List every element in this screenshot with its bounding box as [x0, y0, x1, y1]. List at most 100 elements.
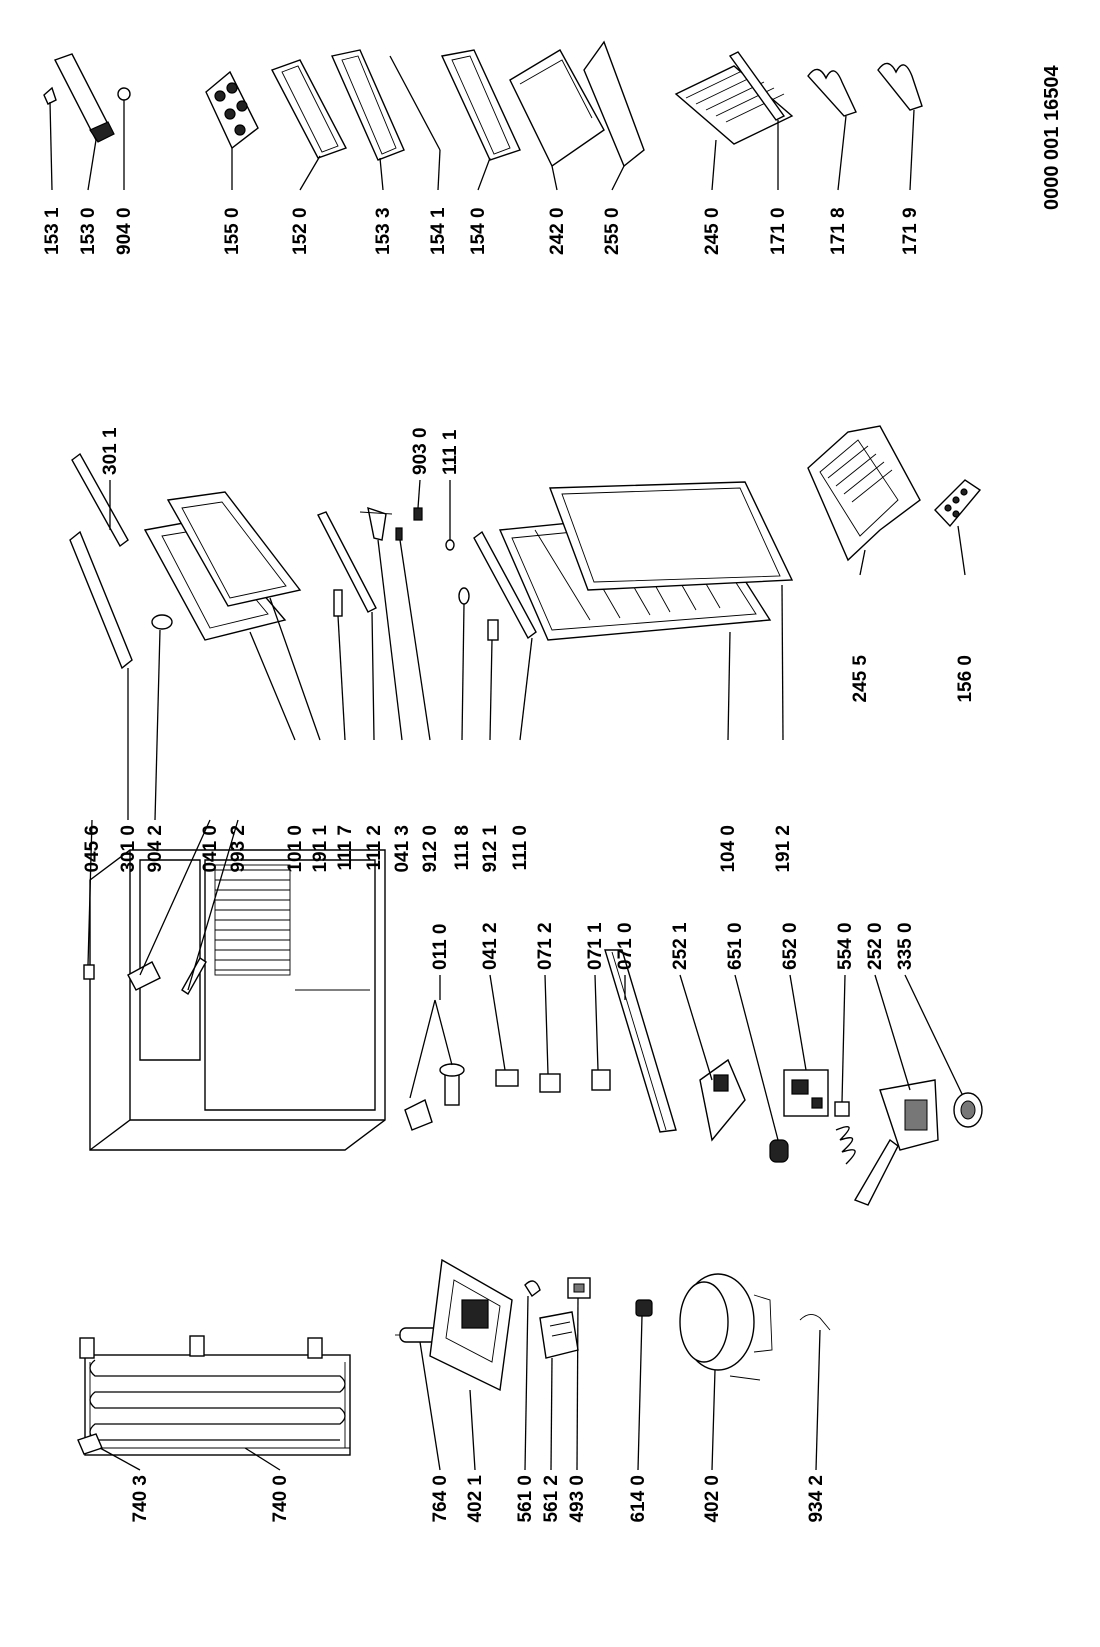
part-label: 740 3: [130, 1475, 151, 1523]
accessories-section: [43, 40, 923, 191]
part-label: 245 5: [850, 655, 871, 703]
part-154-1-bar: [389, 55, 441, 151]
part-label: 242 0: [547, 207, 568, 255]
part-label: 111 2: [364, 825, 385, 870]
cooling-section: [77, 1258, 831, 1471]
part-label: 111 1: [440, 429, 461, 475]
part-label: 912 1: [480, 825, 501, 873]
part-label: 554 0: [835, 922, 856, 970]
part-245-0-shelf: [674, 65, 794, 145]
part-011-0: [404, 1063, 465, 1131]
part-252-0: [853, 1079, 939, 1206]
part-255-0-cover: [583, 40, 645, 168]
part-label: 071 2: [535, 922, 556, 970]
condenser-coil: [79, 1335, 351, 1456]
part-label: 153 3: [373, 207, 394, 255]
part-label: 154 1: [428, 207, 449, 255]
part-label: 153 1: [42, 207, 63, 255]
part-402-0-compressor: [679, 1273, 773, 1381]
part-label: 402 1: [465, 1475, 486, 1523]
part-111-8: [458, 587, 470, 605]
part-071-2: [539, 1073, 561, 1093]
part-912-1: [487, 619, 499, 641]
part-label: 993 2: [228, 825, 249, 873]
part-label: 155 0: [222, 207, 243, 255]
part-label: 101 0: [285, 825, 306, 873]
part-label: 111 8: [452, 825, 473, 870]
part-154-0-balcony: [440, 49, 521, 161]
part-label: 301 1: [100, 427, 121, 475]
part-171-8-clip: [807, 68, 857, 117]
part-label: 252 1: [670, 922, 691, 970]
part-label: 111 7: [335, 825, 356, 870]
part-041-2: [495, 1069, 519, 1087]
part-label: 652 0: [780, 922, 801, 970]
part-493-0: [567, 1277, 591, 1299]
part-071-1: [591, 1069, 611, 1091]
part-label: 561 2: [541, 1475, 562, 1523]
part-912-0: [395, 527, 403, 541]
part-label: 041 3: [392, 825, 413, 873]
part-153-0-handle: [54, 53, 115, 143]
part-903-0: [413, 507, 423, 521]
part-label: 301 0: [118, 825, 139, 873]
part-934-2: [799, 1314, 831, 1331]
evaporator-grid: [214, 864, 291, 976]
part-label: 071 0: [615, 922, 636, 970]
part-label: 740 0: [270, 1475, 291, 1523]
part-label: 153 0: [78, 207, 99, 255]
part-label: 904 2: [145, 825, 166, 873]
part-label: 904 0: [114, 207, 135, 255]
part-label: 912 0: [420, 825, 441, 873]
part-label: 651 0: [725, 922, 746, 970]
part-245-5-shelf: [807, 425, 921, 562]
part-614-0: [635, 1299, 653, 1317]
part-label: 191 2: [773, 825, 794, 873]
part-label: 335 0: [895, 922, 916, 970]
part-label: 011 0: [430, 924, 451, 971]
part-402-1-box: [429, 1258, 513, 1392]
part-740-3-clip: [77, 1433, 103, 1455]
part-554-0-spring: [834, 1101, 856, 1165]
part-label: 152 0: [290, 207, 311, 255]
cabinet-section: [89, 849, 983, 1206]
part-301-1-strip: [71, 452, 129, 548]
part-label: 111 0: [510, 825, 531, 870]
part-904-0: [117, 87, 131, 101]
doors-section: [69, 425, 982, 996]
part-label: 402 0: [702, 1475, 723, 1523]
part-904-2: [151, 614, 173, 630]
part-label: 041 0: [200, 825, 221, 873]
part-label: 171 0: [768, 207, 789, 255]
part-153-3-balcony: [331, 49, 405, 161]
part-155-0-egg-holder: [205, 70, 259, 150]
part-152-0-bin: [271, 59, 347, 159]
part-label: 191 1: [310, 825, 331, 873]
part-label: 614 0: [628, 1475, 649, 1523]
part-label: 156 0: [955, 655, 976, 703]
part-label: 171 9: [900, 207, 921, 255]
part-label: 934 2: [806, 1475, 827, 1523]
part-252-1: [699, 1058, 746, 1142]
part-171-9-clip: [877, 62, 923, 111]
part-label: 245 0: [702, 207, 723, 255]
part-label: 764 0: [430, 1475, 451, 1523]
part-label: 171 8: [828, 207, 849, 255]
part-156-0-egg-tray: [934, 479, 982, 528]
part-191-2-gasket: [549, 481, 794, 591]
part-045-6: [83, 964, 95, 980]
part-label: 252 0: [865, 922, 886, 970]
part-561-2: [539, 1311, 579, 1359]
cabinet-body: [89, 849, 386, 1151]
part-041-3-hinge: [359, 506, 393, 541]
part-number-labels: 153 1 153 0 904 0 155 0 152 0 153 3 154 …: [42, 65, 1063, 1523]
part-153-1: [43, 86, 57, 105]
part-652-0: [783, 1069, 829, 1117]
part-561-0: [524, 1280, 541, 1298]
part-label: 493 0: [567, 1475, 588, 1523]
part-111-2-bar: [317, 511, 377, 613]
part-label: 154 0: [468, 207, 489, 255]
part-111-1: [445, 539, 455, 551]
part-111-0-strip: [473, 530, 537, 640]
